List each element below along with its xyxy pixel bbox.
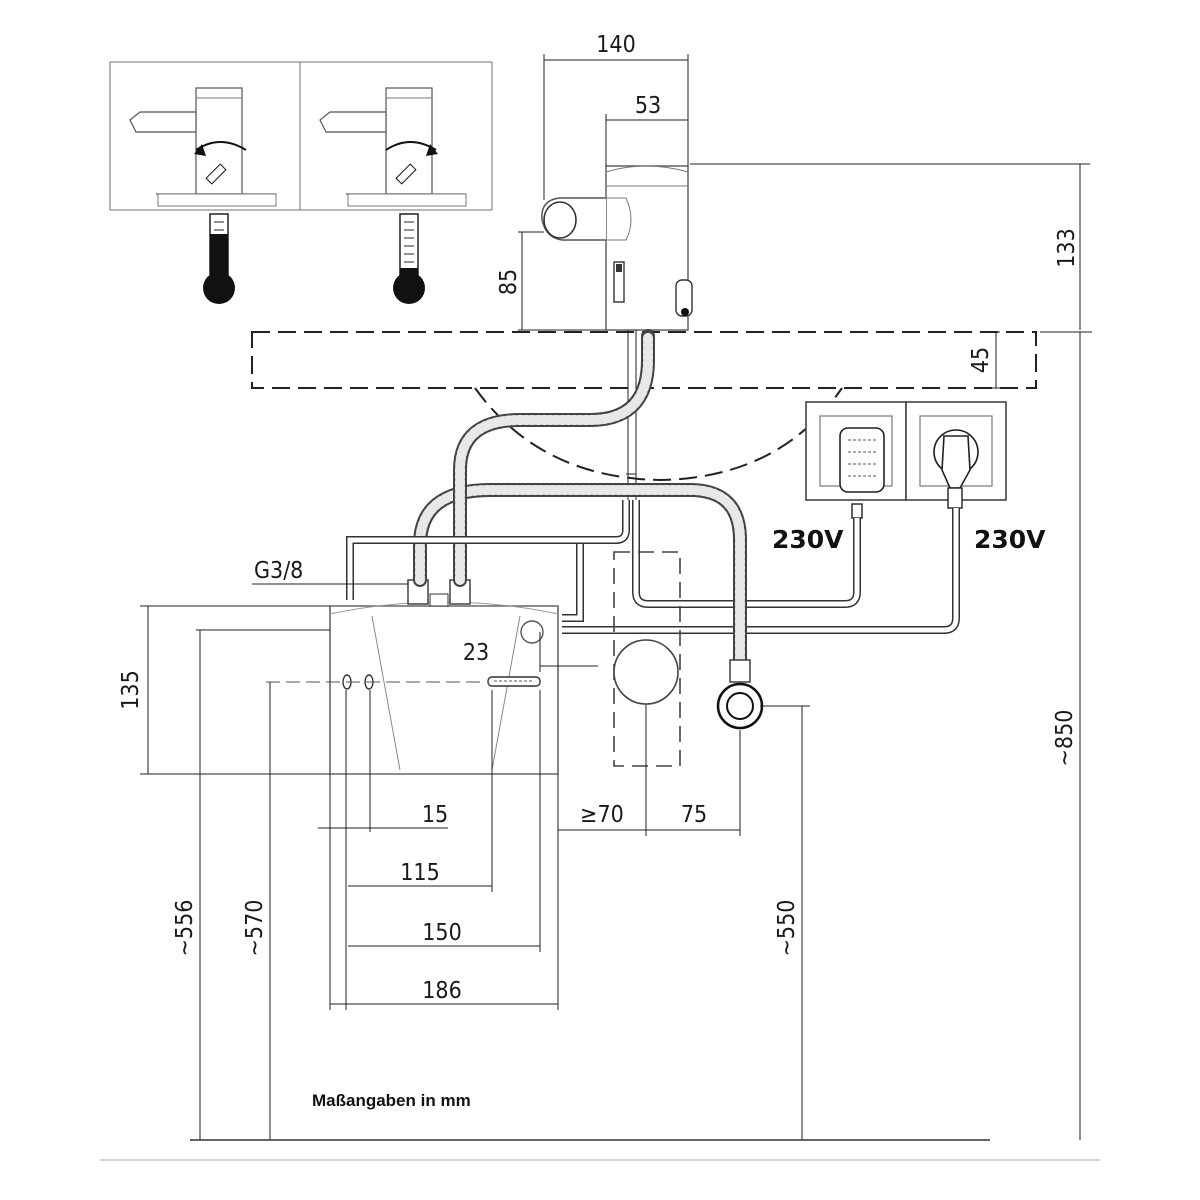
dim-550: ~550	[774, 900, 800, 957]
dim-85: 85	[496, 269, 522, 295]
dim-140: 140	[596, 32, 636, 58]
thermometer-cold-icon	[393, 213, 425, 304]
temperature-setting-panels	[109, 61, 493, 304]
dim-70: ≥70	[580, 802, 624, 828]
power-plug-icon	[933, 429, 979, 509]
screwdriver-icon	[205, 163, 227, 185]
voltage-label-right: 230V	[974, 525, 1046, 554]
dim-186: 186	[422, 978, 462, 1004]
siphon-outline	[613, 551, 681, 767]
units-note: Maßangaben in mm	[312, 1091, 471, 1110]
dim-15: 15	[422, 802, 448, 828]
angle-valve	[716, 659, 764, 730]
connection-hoses	[346, 329, 747, 667]
dim-115: 115	[400, 860, 440, 886]
dim-133: 133	[1054, 228, 1080, 268]
mini-faucet-hot	[129, 87, 277, 207]
dim-45: 45	[968, 347, 994, 373]
dimension-lines	[100, 54, 1100, 1161]
rotate-arrow-icon	[194, 144, 206, 156]
mini-faucet-cold	[319, 87, 467, 207]
power-adapter-icon	[839, 427, 885, 519]
dim-556: ~556	[172, 900, 198, 957]
screwdriver-icon	[395, 163, 417, 185]
dim-150: 150	[422, 920, 462, 946]
rotate-arrow-icon	[426, 144, 438, 156]
dim-53: 53	[635, 93, 661, 119]
dim-75: 75	[681, 802, 707, 828]
voltage-label-left: 230V	[772, 525, 844, 554]
dim-850: ~850	[1052, 710, 1078, 767]
sensor-faucet	[541, 165, 693, 331]
indicator-slot	[613, 261, 625, 303]
dim-135: 135	[118, 670, 144, 710]
thread-label: G3/8	[254, 558, 303, 584]
cartridge-screw	[675, 279, 693, 317]
dim-570: ~570	[242, 900, 268, 957]
water-heater	[266, 579, 559, 775]
dimension-labels: 140 53 133 85 45 135 23 15 115 150 186 ≥…	[118, 32, 1080, 1004]
thermometer-hot-icon	[203, 213, 235, 304]
dim-23: 23	[463, 640, 489, 666]
